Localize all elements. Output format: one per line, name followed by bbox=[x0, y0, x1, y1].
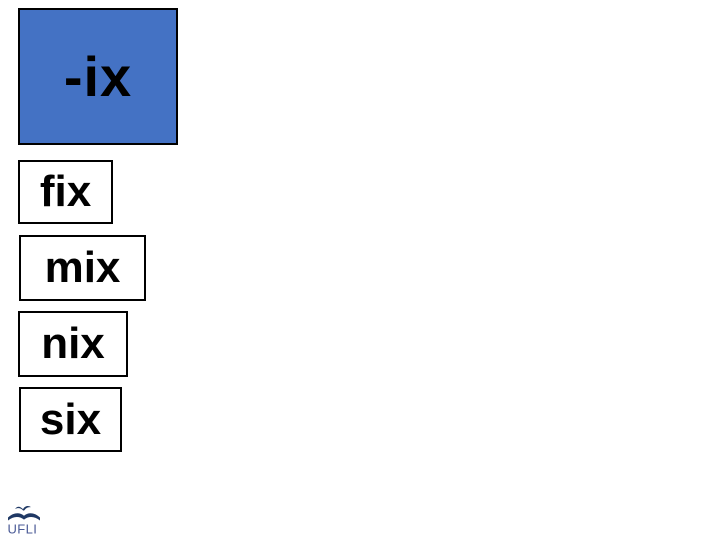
bird-over-book-icon: UFLI bbox=[8, 505, 40, 537]
word-family-title-card: -ix bbox=[18, 8, 178, 145]
word-label: fix bbox=[39, 167, 92, 216]
bird-glyph bbox=[15, 505, 31, 511]
word-card-mix: mix bbox=[19, 235, 146, 301]
logo-text: UFLI bbox=[8, 522, 38, 537]
word-card-six: six bbox=[19, 387, 122, 452]
word-card-fix: fix bbox=[18, 160, 113, 224]
ufli-logo: UFLI bbox=[5, 501, 43, 537]
word-label: nix bbox=[41, 319, 105, 368]
open-book-glyph bbox=[8, 513, 40, 521]
word-card-nix: nix bbox=[18, 311, 128, 377]
word-family-label: -ix bbox=[63, 45, 133, 108]
word-label: six bbox=[39, 394, 102, 444]
word-label: mix bbox=[44, 243, 121, 292]
